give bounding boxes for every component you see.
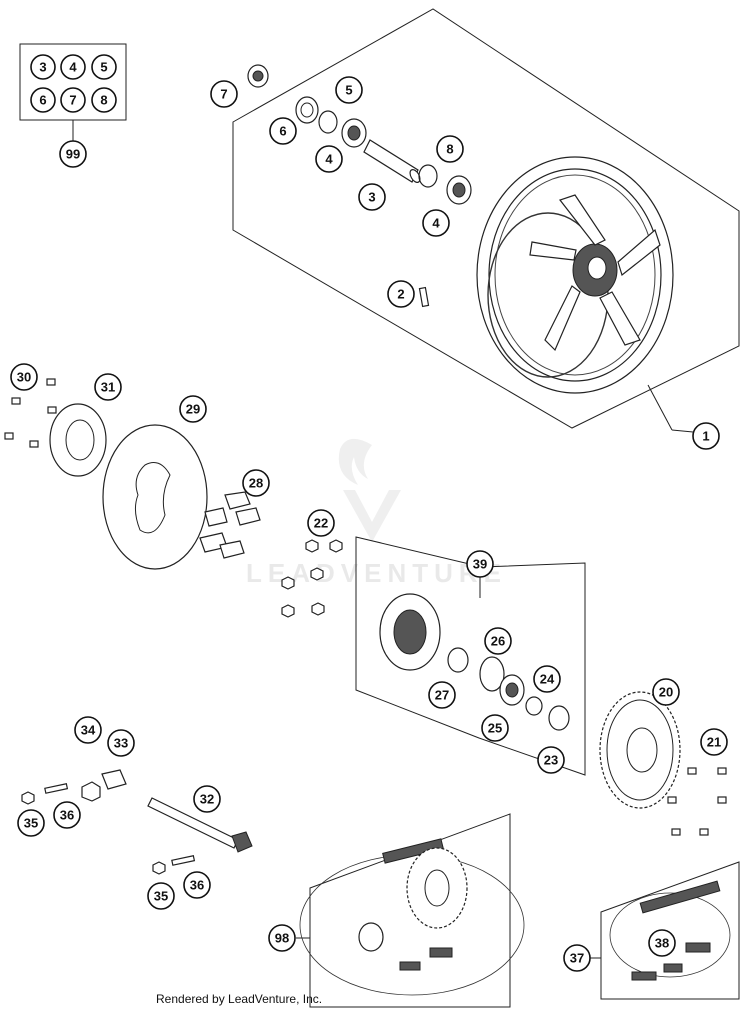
bearings-and-rings [247,64,472,205]
svg-text:23: 23 [544,753,558,768]
callout-38[interactable]: 38 [648,929,676,957]
callout-23[interactable]: 23 [537,746,565,774]
svg-text:34: 34 [81,723,96,738]
callout-8[interactable]: 8 [91,87,117,113]
svg-text:31: 31 [101,380,115,395]
callout-26[interactable]: 26 [484,627,512,655]
svg-text:28: 28 [249,476,263,491]
damper-rubbers [199,491,261,559]
disc-flange [49,403,107,477]
rear-sprocket [599,691,681,809]
svg-text:26: 26 [491,634,505,649]
chain-kit-frame [309,813,511,1008]
sprocket-carrier [379,593,570,731]
callout-34[interactable]: 34 [74,716,102,744]
disc-screws [4,378,57,448]
svg-text:35: 35 [24,816,38,831]
callout-7[interactable]: 7 [210,80,238,108]
callout-6[interactable]: 6 [30,87,56,113]
wheel-assembly-frame [232,8,740,429]
svg-text:8: 8 [100,93,107,108]
callout-31[interactable]: 31 [94,373,122,401]
callout-35[interactable]: 35 [17,809,45,837]
callout-4[interactable]: 4 [315,145,343,173]
callout-99[interactable]: 99 [59,140,87,168]
svg-text:38: 38 [655,936,669,951]
svg-text:99: 99 [66,147,80,162]
callout-36[interactable]: 36 [183,871,211,899]
rear-wheel [476,156,674,394]
svg-text:5: 5 [345,83,352,98]
svg-text:7: 7 [220,87,227,102]
hub-nuts [281,539,343,618]
chain-kit [299,838,525,996]
svg-text:1: 1 [702,429,709,444]
callout-98[interactable]: 98 [268,924,296,952]
callout-7[interactable]: 7 [60,87,86,113]
svg-text:20: 20 [659,685,673,700]
chain-frame [600,861,740,1000]
callout-3[interactable]: 3 [30,54,56,80]
svg-text:30: 30 [17,370,31,385]
callout-20[interactable]: 20 [652,678,680,706]
svg-text:3: 3 [39,60,46,75]
kit-99-callouts: 3 4 5 6 7 8 [30,54,117,113]
callout-24[interactable]: 24 [533,665,561,693]
spacer-sleeve [363,139,421,183]
callout-5[interactable]: 5 [91,54,117,80]
svg-text:35: 35 [154,889,168,904]
callout-4[interactable]: 4 [422,209,450,237]
callout-39[interactable]: 39 [466,550,494,578]
callout-5[interactable]: 5 [335,76,363,104]
svg-text:98: 98 [275,931,289,946]
footer-credit: Rendered by LeadVenture, Inc. [156,992,323,1006]
chain [609,880,731,981]
callout-6[interactable]: 6 [269,117,297,145]
callout-8[interactable]: 8 [436,135,464,163]
callout-28[interactable]: 28 [242,469,270,497]
callout-22[interactable]: 22 [307,509,335,537]
svg-text:4: 4 [69,60,77,75]
svg-text:24: 24 [540,672,555,687]
brake-disc [102,424,208,570]
svg-text:27: 27 [435,688,449,703]
callout-36[interactable]: 36 [53,801,81,829]
svg-text:36: 36 [190,878,204,893]
svg-text:2: 2 [397,287,404,302]
callout-1[interactable]: 1 [692,422,720,450]
callout-32[interactable]: 32 [193,785,221,813]
callout-4[interactable]: 4 [60,54,86,80]
svg-text:29: 29 [186,402,200,417]
callout-37[interactable]: 37 [563,944,591,972]
svg-text:33: 33 [114,736,128,751]
svg-text:22: 22 [314,516,328,531]
wheel-axle [21,769,253,875]
callout-35[interactable]: 35 [147,882,175,910]
svg-text:32: 32 [200,792,214,807]
svg-text:4: 4 [432,216,440,231]
sprocket-screws [667,767,727,836]
valve [418,286,430,308]
callout-25[interactable]: 25 [481,714,509,742]
callout-33[interactable]: 33 [107,729,135,757]
callout-21[interactable]: 21 [700,728,728,756]
svg-text:4: 4 [325,152,333,167]
svg-text:8: 8 [446,142,453,157]
callout-30[interactable]: 30 [10,363,38,391]
svg-text:5: 5 [100,60,107,75]
svg-text:37: 37 [570,951,584,966]
callout-27[interactable]: 27 [428,681,456,709]
callout-2[interactable]: 2 [387,280,415,308]
svg-text:6: 6 [39,93,46,108]
svg-text:25: 25 [488,721,502,736]
svg-text:7: 7 [69,93,76,108]
svg-text:36: 36 [60,808,74,823]
svg-text:21: 21 [707,735,721,750]
callout-29[interactable]: 29 [179,395,207,423]
svg-text:6: 6 [279,124,286,139]
svg-text:3: 3 [368,190,375,205]
svg-text:39: 39 [473,557,487,572]
callout-3[interactable]: 3 [358,183,386,211]
